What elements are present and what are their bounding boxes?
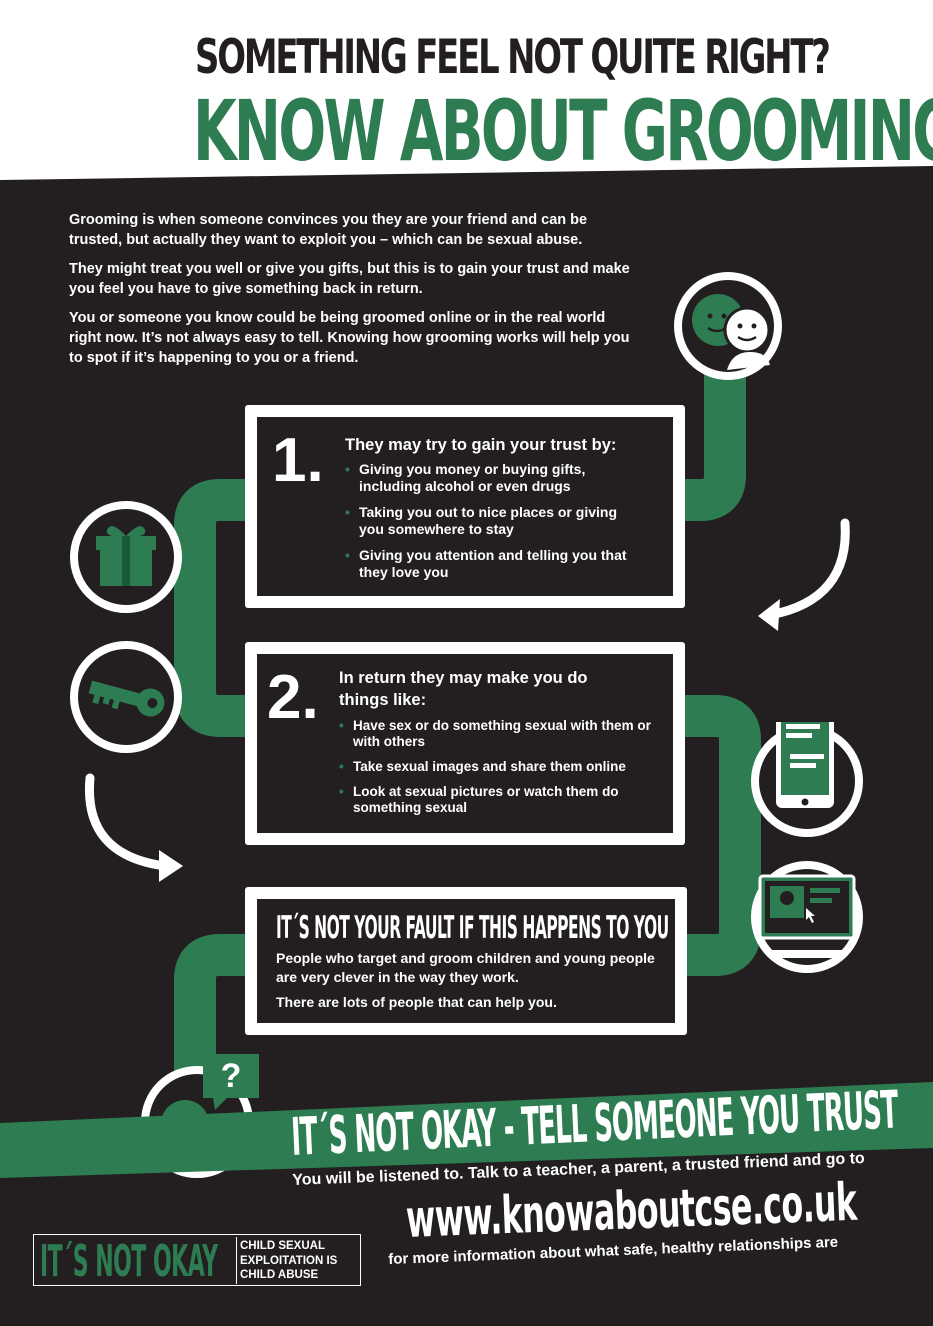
logo xyxy=(33,1234,361,1286)
intro-paragraph: Grooming is when someone convinces you t… xyxy=(69,212,588,248)
step-3-heading: IT´S NOT YOUR FAULT IF THIS HAPPENS TO Y… xyxy=(276,910,669,946)
step-1-number: 1. xyxy=(272,426,324,495)
list-item: Giving you attention and telling you tha… xyxy=(345,547,645,581)
intro-paragraph: They might treat you well or give you gi… xyxy=(69,261,630,297)
header-banner xyxy=(0,0,933,180)
faces-icon xyxy=(674,272,782,380)
step-3-box xyxy=(245,887,687,1035)
step-1-list: Giving you money or buying gifts, includ… xyxy=(345,461,645,590)
gift-icon xyxy=(70,501,182,613)
list-item: Look at sexual pictures or watch them do… xyxy=(339,784,659,816)
logo-sub-line: CHILD ABUSE xyxy=(240,1269,319,1281)
computer-icon xyxy=(751,861,863,973)
logo-sub-line: EXPLOITATION IS xyxy=(240,1254,338,1267)
step-3-text: People who target and groom children and… xyxy=(276,950,655,985)
step-3-panel xyxy=(257,899,675,1023)
key-icon xyxy=(70,641,182,753)
logo-main-text: IT´S NOT OKAY xyxy=(40,1236,218,1287)
list-item: Taking you out to nice places or giving … xyxy=(345,504,645,538)
intro-paragraph: You or someone you know could be being g… xyxy=(69,310,630,366)
step-1-heading: They may try to gain your trust by: xyxy=(345,436,617,454)
curved-arrow-right-icon xyxy=(84,773,183,882)
logo-sub-text: CHILD SEXUAL EXPLOITATION IS CHILD ABUSE xyxy=(240,1239,337,1283)
curved-arrow-left-icon xyxy=(758,518,850,631)
step-2-list: Have sex or do something sexual with the… xyxy=(339,718,659,825)
logo-sub-line: CHILD SEXUAL xyxy=(240,1240,325,1252)
phone-icon xyxy=(751,722,863,837)
list-item: Giving you money or buying gifts, includ… xyxy=(345,461,645,495)
step-2-number: 2. xyxy=(267,663,319,732)
step-3-text: There are lots of people that can help y… xyxy=(276,994,557,1010)
step-2-heading: In return they may make you do things li… xyxy=(339,669,588,709)
logo-divider xyxy=(236,1237,359,1284)
list-item: Have sex or do something sexual with the… xyxy=(339,718,659,750)
list-item: Take sexual images and share them online xyxy=(339,759,659,775)
question-mark: ? xyxy=(220,1057,242,1095)
page-title: KNOW ABOUT GROOMING xyxy=(193,82,933,180)
